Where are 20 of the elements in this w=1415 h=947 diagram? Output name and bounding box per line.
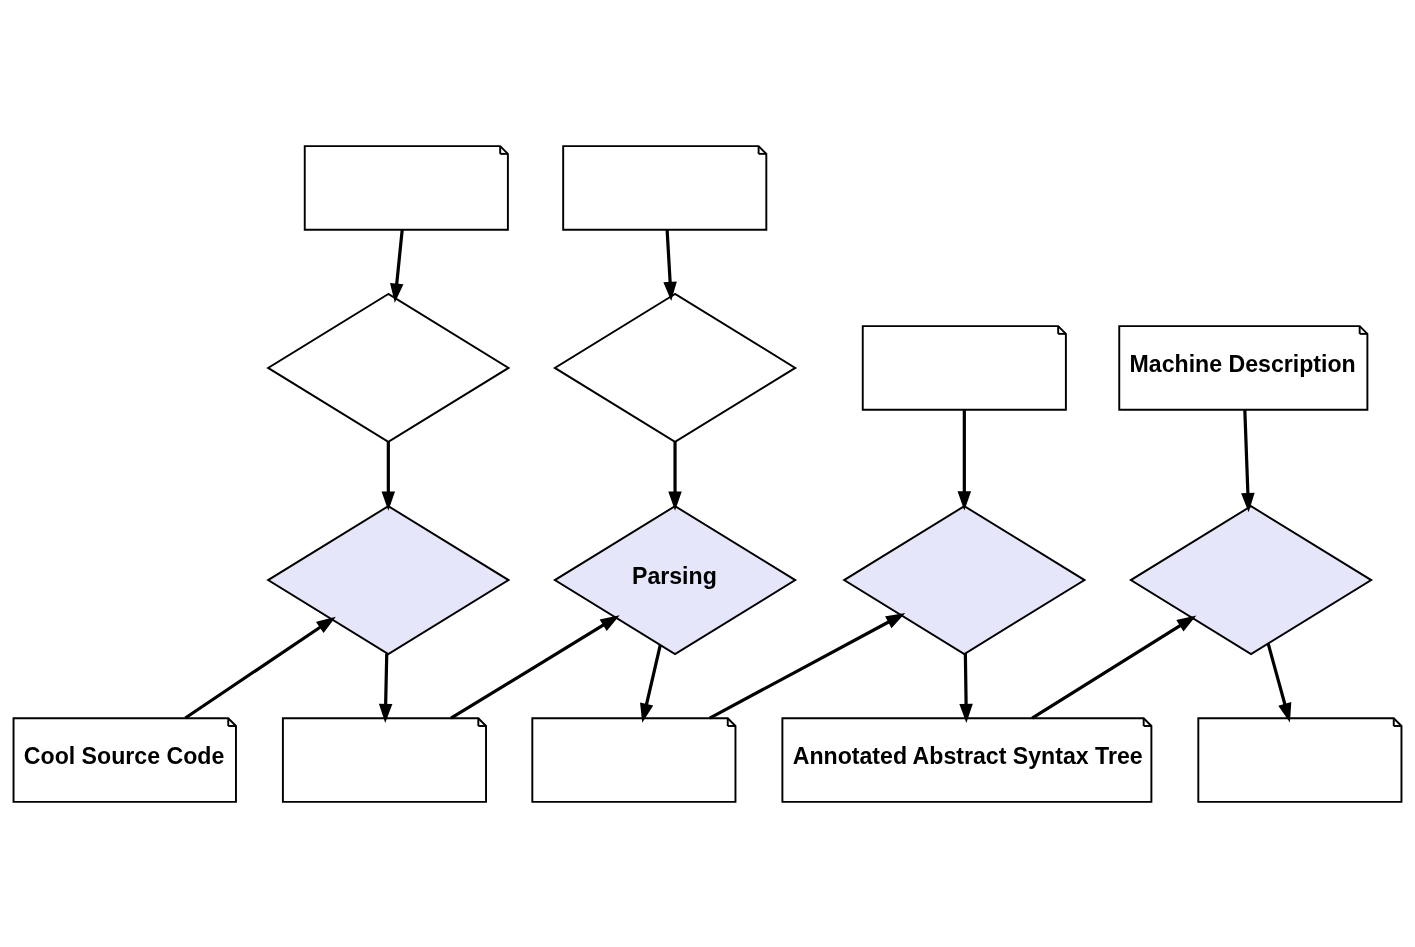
node-diamond bbox=[266, 292, 511, 443]
arrow bbox=[663, 229, 677, 301]
node-diamond: Parsing bbox=[552, 504, 798, 655]
node-diamond bbox=[1128, 504, 1374, 655]
arrow bbox=[959, 653, 973, 723]
arrow bbox=[381, 441, 396, 511]
arrow bbox=[668, 441, 682, 511]
arrow bbox=[184, 616, 336, 719]
node-diamond bbox=[552, 292, 798, 443]
node-diamond bbox=[266, 504, 511, 655]
arrow bbox=[1031, 615, 1197, 719]
arrow bbox=[709, 612, 906, 719]
arrow bbox=[640, 644, 662, 723]
arrow bbox=[1266, 643, 1292, 723]
arrow bbox=[450, 614, 620, 720]
arrow bbox=[1241, 409, 1255, 512]
arrow bbox=[390, 229, 404, 303]
arrow bbox=[378, 653, 393, 723]
node-diamond bbox=[842, 504, 1087, 655]
arrow bbox=[957, 409, 972, 511]
